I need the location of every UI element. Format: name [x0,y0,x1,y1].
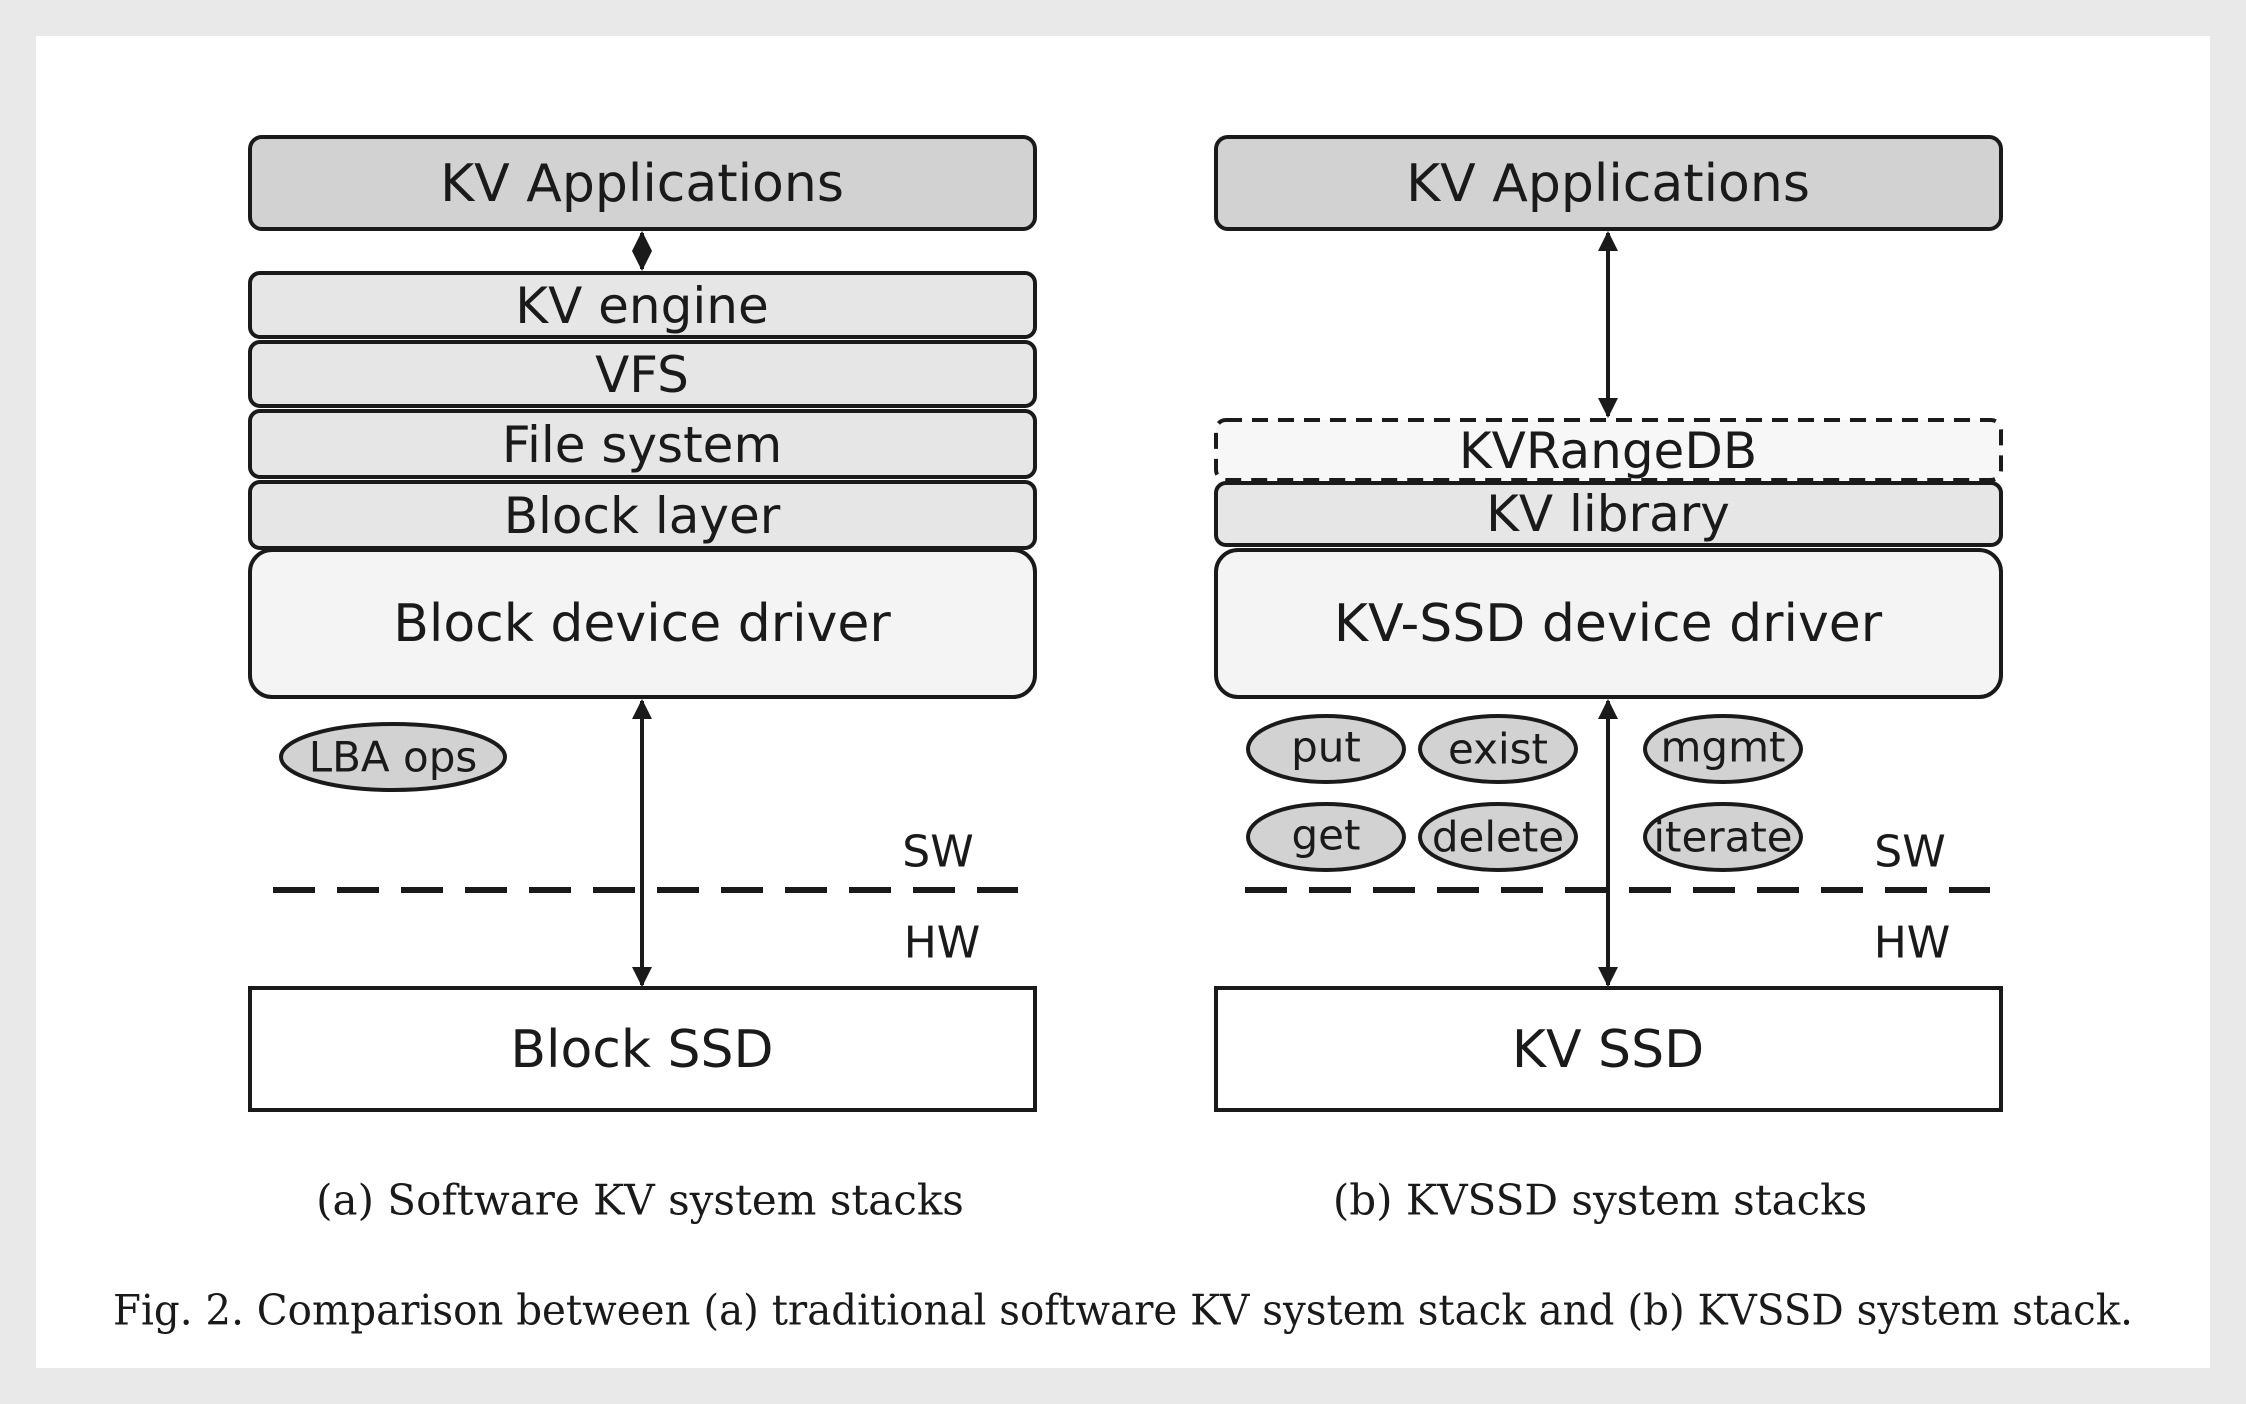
right-op-get-ellipse [1246,802,1406,872]
right-op-put-label: put [1291,723,1361,772]
right-driver-label: KV-SSD device driver [1334,594,1883,654]
left-lba-ops-ellipse [279,722,507,792]
left-applications-box [248,135,1037,231]
left-file-system-label: File system [502,416,782,474]
figure-caption: Fig. 2. Comparison between (a) tradition… [113,1286,2133,1335]
right-op-iterate-label: iterate [1653,813,1792,862]
left-caption: (a) Software KV system stacks [316,1176,964,1225]
right-op-exist-ellipse [1418,714,1578,784]
right-op-mgmt-label: mgmt [1661,723,1786,772]
left-engine-box [248,271,1037,339]
right-op-iterate-ellipse [1643,802,1803,872]
right-library-label: KV library [1486,485,1730,543]
left-file-system-box [248,409,1037,479]
right-stack: KV Applications KVRangeDB KV library KV-… [1214,135,2003,1225]
right-op-mgmt-ellipse [1643,714,1803,784]
right-applications-label: KV Applications [1406,154,1810,214]
right-op-delete-ellipse [1418,802,1578,872]
right-hw-label: HW [1874,918,1951,969]
right-ssd-box [1214,986,2003,1112]
left-driver-label: Block device driver [393,594,891,654]
right-op-put-ellipse [1246,714,1406,784]
right-op-get-label: get [1292,811,1361,860]
right-rangedb-label: KVRangeDB [1459,422,1757,480]
right-library-box [1214,481,2003,547]
left-stack: KV Applications KV engine VFS File syste… [248,135,1037,1225]
left-block-layer-label: Block layer [504,487,781,545]
right-ssd-label: KV SSD [1512,1020,1704,1080]
right-applications-box [1214,135,2003,231]
left-applications-label: KV Applications [440,154,844,214]
left-vfs-box [248,340,1037,408]
left-hw-label: HW [904,918,981,969]
left-ssd-label: Block SSD [510,1020,773,1080]
right-caption: (b) KVSSD system stacks [1333,1176,1867,1225]
left-sw-label: SW [902,827,973,878]
right-driver-box [1214,548,2003,699]
right-op-delete-label: delete [1432,813,1564,862]
left-vfs-label: VFS [595,346,689,404]
figure-panel [36,36,2210,1368]
right-op-exist-label: exist [1448,725,1548,774]
right-rangedb-box [1214,418,2003,482]
right-sw-label: SW [1874,827,1945,878]
left-driver-box [248,548,1037,699]
left-engine-label: KV engine [515,277,768,335]
left-ssd-box [248,986,1037,1112]
left-lba-ops-label: LBA ops [309,733,478,782]
